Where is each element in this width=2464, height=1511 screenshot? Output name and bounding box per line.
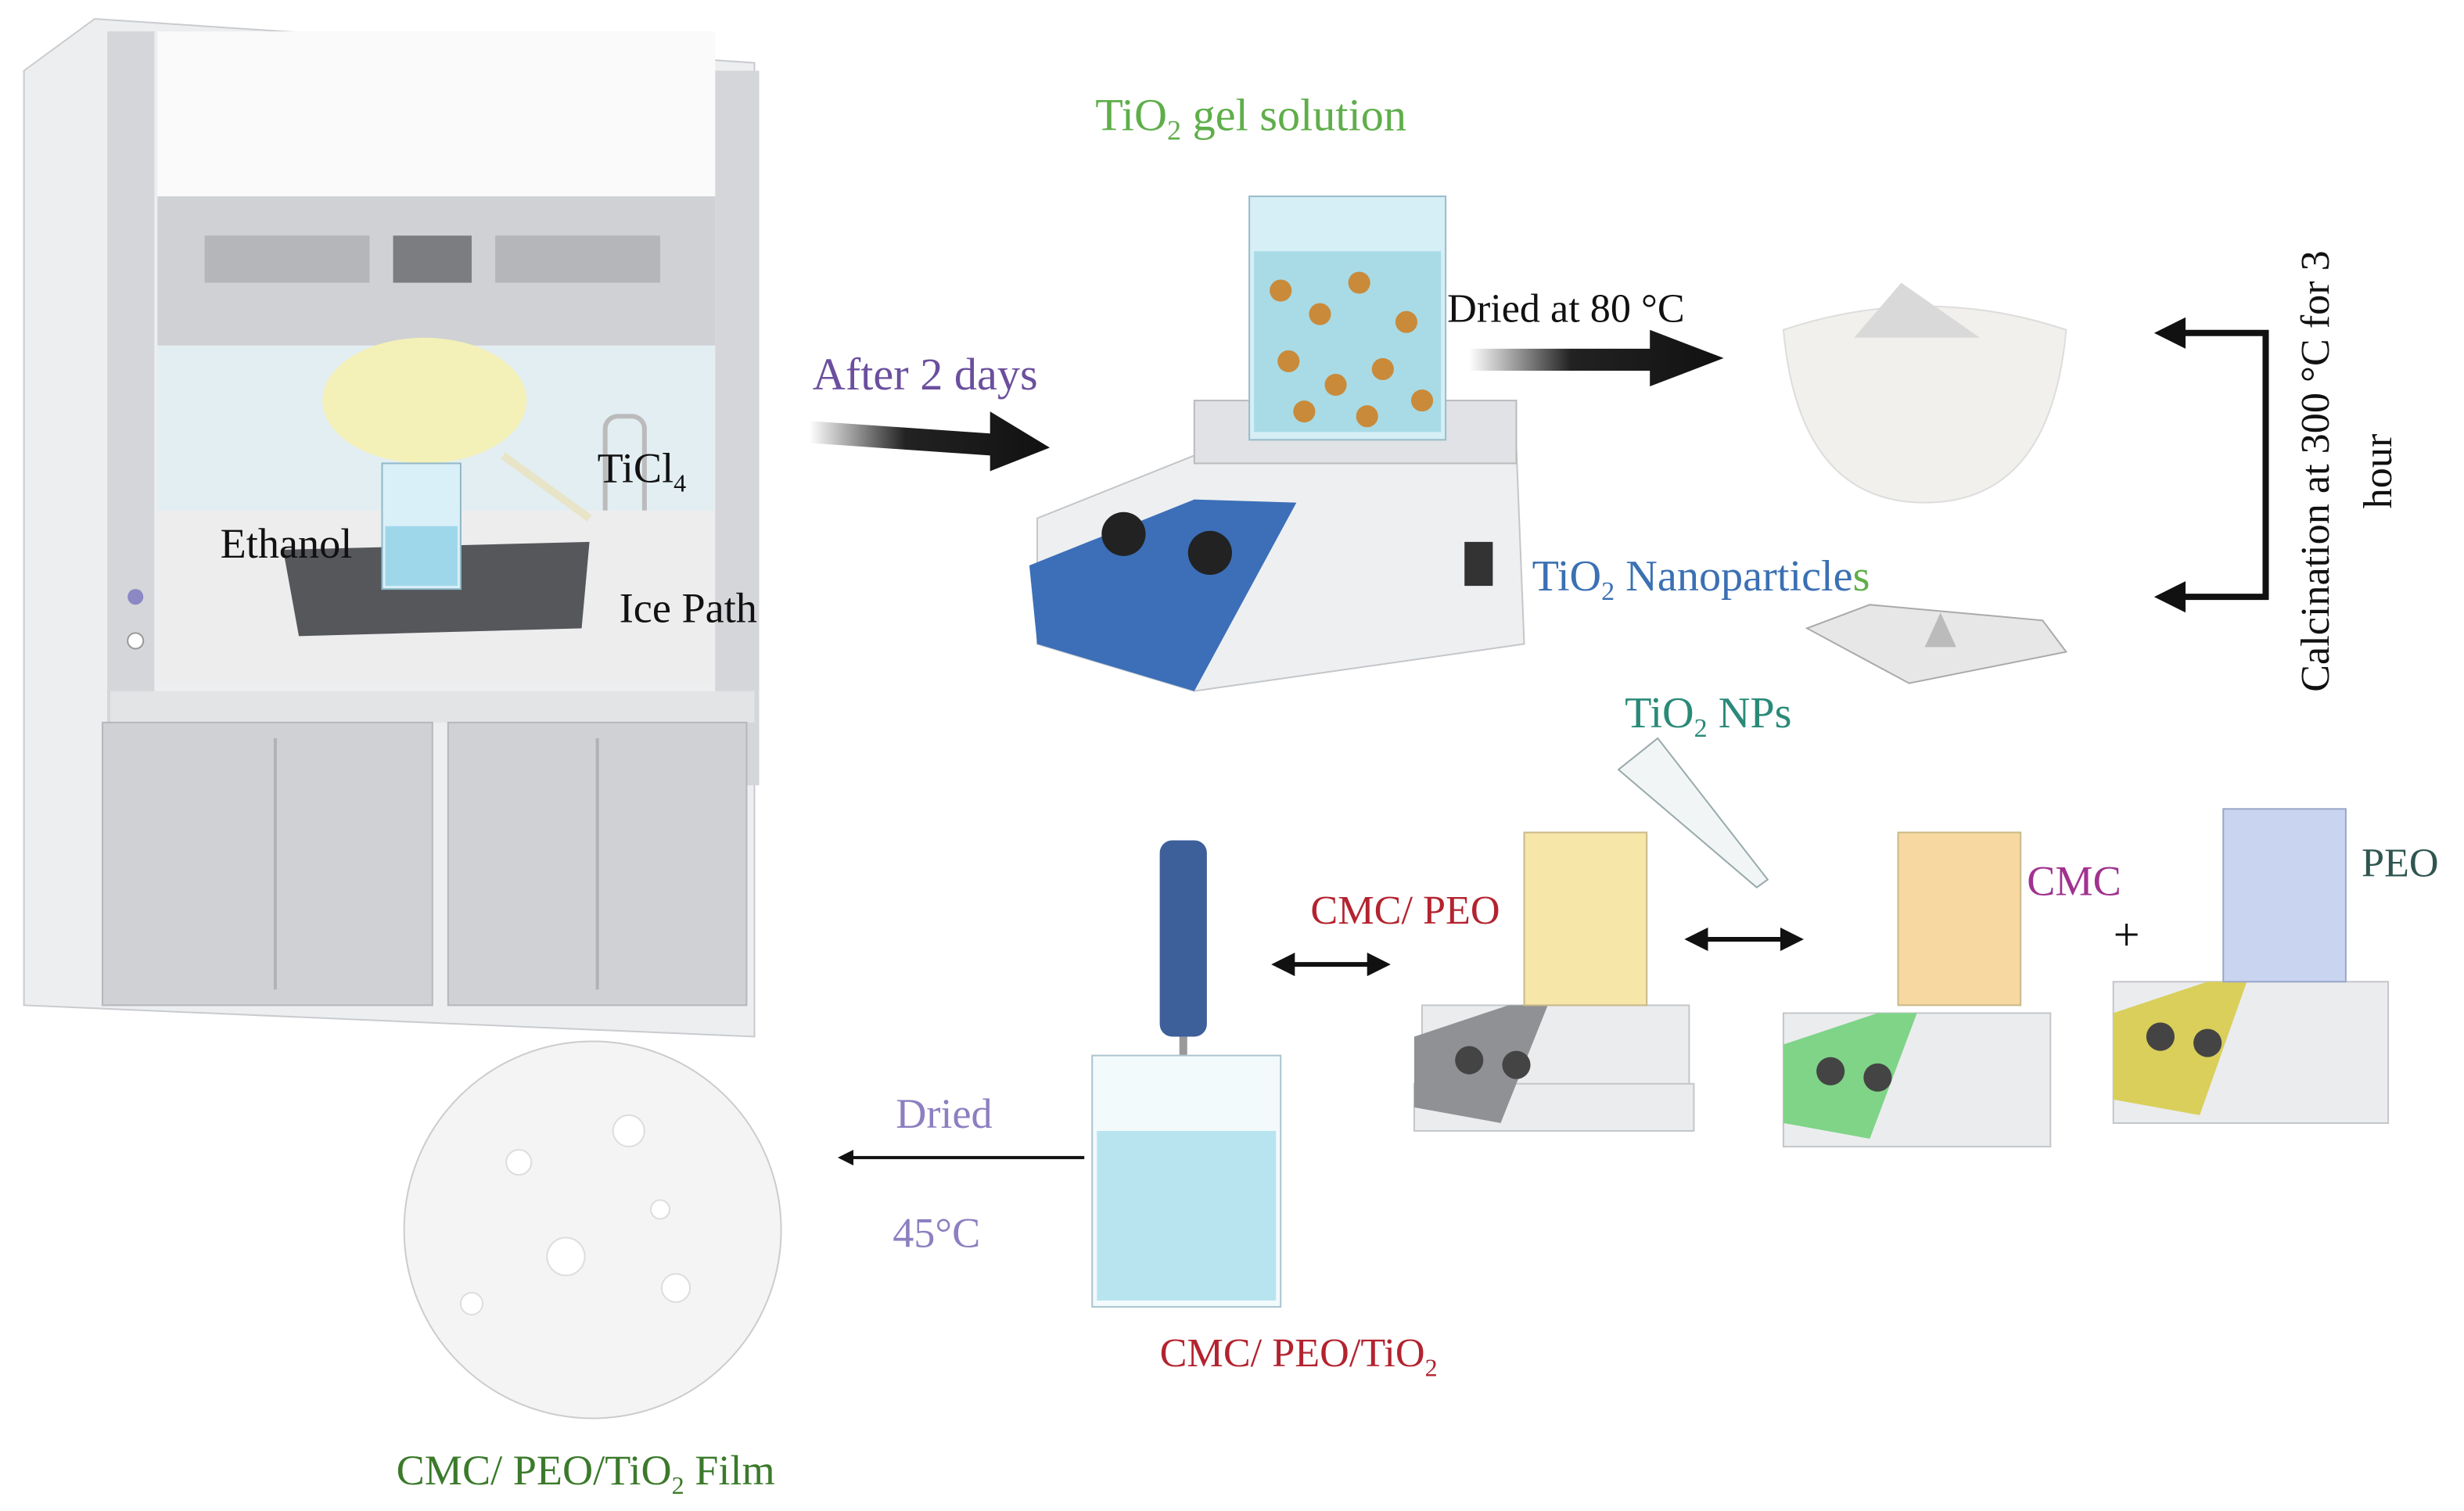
nps-label: TiO2 NPs — [1625, 689, 1791, 743]
crucible-illustration — [1782, 282, 2067, 504]
nanoparticles-label: TiO2 Nanoparticles — [1532, 552, 1870, 606]
ice-path-label: Ice Path — [620, 584, 757, 631]
cmc-peo-tio2-label: CMC/ PEO/TiO2 — [1160, 1330, 1438, 1381]
cmc-label: CMC — [2027, 858, 2121, 905]
peo-label: PEO — [2362, 841, 2439, 886]
cmc-peo-label: CMC/ PEO — [1310, 888, 1500, 933]
stirrer-peo — [2112, 808, 2390, 1124]
centrifuge-tube-illustration — [1617, 737, 1769, 888]
after-days-label: After 2 days — [813, 349, 1038, 400]
dried-label: Dried — [896, 1090, 992, 1137]
gel-solution-label: TiO2 gel solution — [1095, 90, 1406, 146]
ticl4-label: TiCl4 — [598, 445, 687, 497]
stirrer-with-gel-beaker — [1029, 196, 1525, 692]
dried-80-label: Dried at 80 °C — [1447, 286, 1685, 332]
fume-hood-illustration — [23, 18, 760, 1038]
plus-label: + — [2114, 909, 2140, 961]
weighing-boat-illustration — [1805, 604, 2068, 684]
dried-arrow — [1469, 329, 1724, 387]
film-disc — [403, 1040, 782, 1419]
temp-45-label: 45°C — [893, 1210, 980, 1257]
homogenizer-beaker — [1091, 840, 1282, 1308]
ethanol-label: Ethanol — [221, 520, 353, 567]
stirrer-cmc — [1782, 831, 2052, 1148]
calcination-bracket-arrow — [2153, 317, 2269, 613]
stirrer-cmc-peo — [1413, 831, 1695, 1132]
film-label: CMC/ PEO/TiO2 Film — [397, 1447, 775, 1499]
after-days-arrow — [809, 411, 1051, 472]
